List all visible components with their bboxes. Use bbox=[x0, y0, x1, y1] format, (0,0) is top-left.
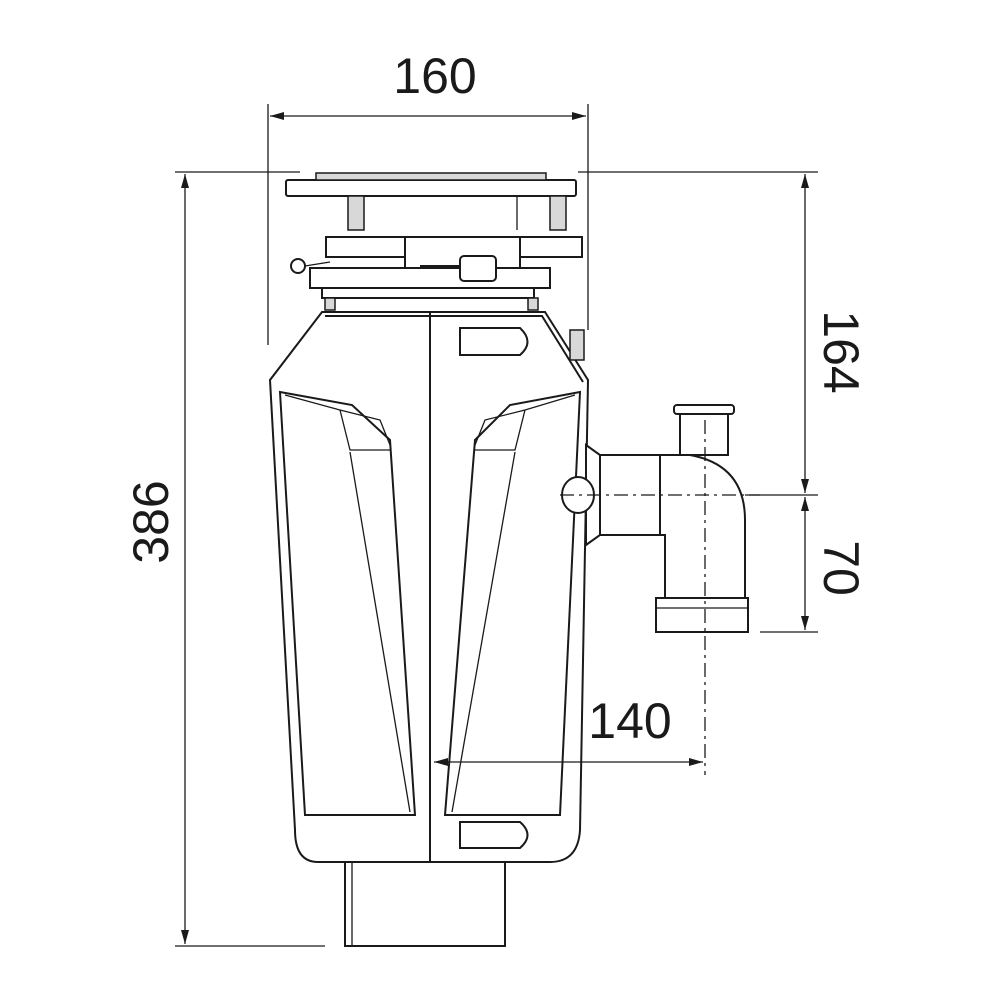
disposer-body bbox=[268, 311, 590, 863]
dim-label-70: 70 bbox=[813, 540, 869, 596]
dim-label-height: 386 bbox=[123, 480, 179, 563]
latch-bottom-icon bbox=[459, 821, 529, 849]
dim-label-164: 164 bbox=[813, 310, 869, 393]
outlet-elbow bbox=[561, 404, 749, 633]
dim-label-140: 140 bbox=[588, 693, 671, 749]
mounting-assembly bbox=[285, 172, 583, 311]
latch-top-icon bbox=[459, 327, 529, 356]
extension-lines bbox=[175, 104, 818, 947]
dimension-lines bbox=[181, 112, 809, 944]
bottom-outlet bbox=[344, 861, 506, 947]
center-lines bbox=[560, 420, 760, 775]
dim-label-width: 160 bbox=[393, 48, 476, 104]
